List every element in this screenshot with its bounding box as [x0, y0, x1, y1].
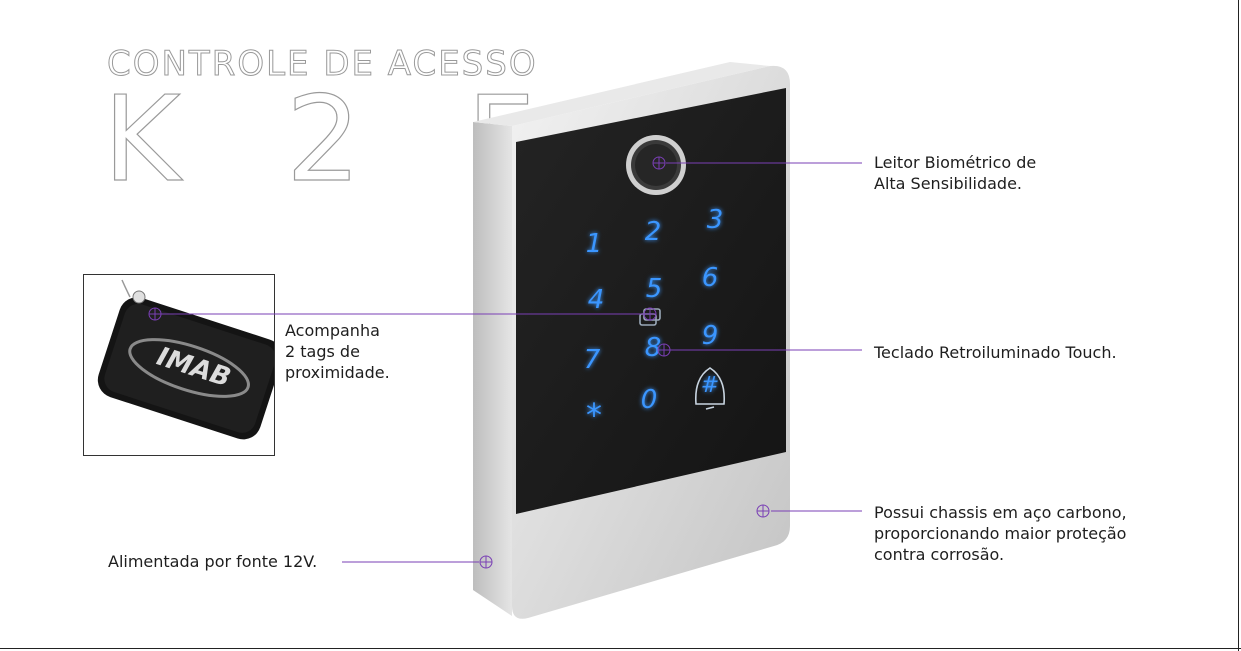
callout-tags-line-1: Acompanha [285, 321, 380, 340]
key-5: 5 [646, 274, 663, 304]
heading-subtitle: CONTROLE DE ACESSO [107, 44, 538, 85]
callout-biometric-line-1: Leitor Biométrico de [874, 153, 1037, 172]
key-9: 9 [702, 321, 719, 351]
key-4: 4 [588, 285, 605, 315]
callout-keypad: Teclado Retroiluminado Touch. [874, 342, 1117, 363]
key-hash: # [701, 373, 719, 398]
key-star: * [586, 396, 602, 434]
callout-tags: Acompanha 2 tags de proximidade. [285, 320, 390, 383]
keypad-glass-panel [516, 88, 786, 514]
key-8: 8 [645, 333, 662, 363]
proximity-tag-image: IMAB [83, 274, 275, 456]
access-control-device: 1 2 3 4 5 6 7 8 9 * 0 # [473, 62, 790, 619]
callout-keypad-line-1: Teclado Retroiluminado Touch. [874, 343, 1117, 362]
callout-biometric: Leitor Biométrico de Alta Sensibilidade. [874, 152, 1036, 194]
key-2: 2 [645, 217, 662, 247]
frame-border-right [1238, 0, 1239, 651]
callout-chassis-line-2: proporcionando maior proteção [874, 524, 1127, 543]
keypad-keys: 1 2 3 4 5 6 7 8 9 * 0 # [584, 205, 724, 434]
callout-tags-line-3: proximidade. [285, 363, 390, 382]
callout-power: Alimentada por fonte 12V. [108, 551, 317, 572]
key-7: 7 [584, 345, 601, 375]
callout-power-line-1: Alimentada por fonte 12V. [108, 552, 318, 571]
key-1: 1 [586, 229, 603, 259]
frame-border-bottom [0, 648, 1241, 649]
callout-tags-line-2: 2 tags de [285, 342, 360, 361]
key-3: 3 [707, 205, 724, 235]
callout-biometric-line-2: Alta Sensibilidade. [874, 174, 1023, 193]
callout-chassis-line-1: Possui chassis em aço carbono, [874, 503, 1127, 522]
heading-model-name: K 2 F [102, 70, 569, 208]
key-0: 0 [641, 385, 658, 415]
callout-chassis: Possui chassis em aço carbono, proporcio… [874, 502, 1127, 565]
key-6: 6 [702, 263, 719, 293]
callout-chassis-line-3: contra corrosão. [874, 545, 1005, 564]
doorbell-icon [694, 367, 726, 405]
